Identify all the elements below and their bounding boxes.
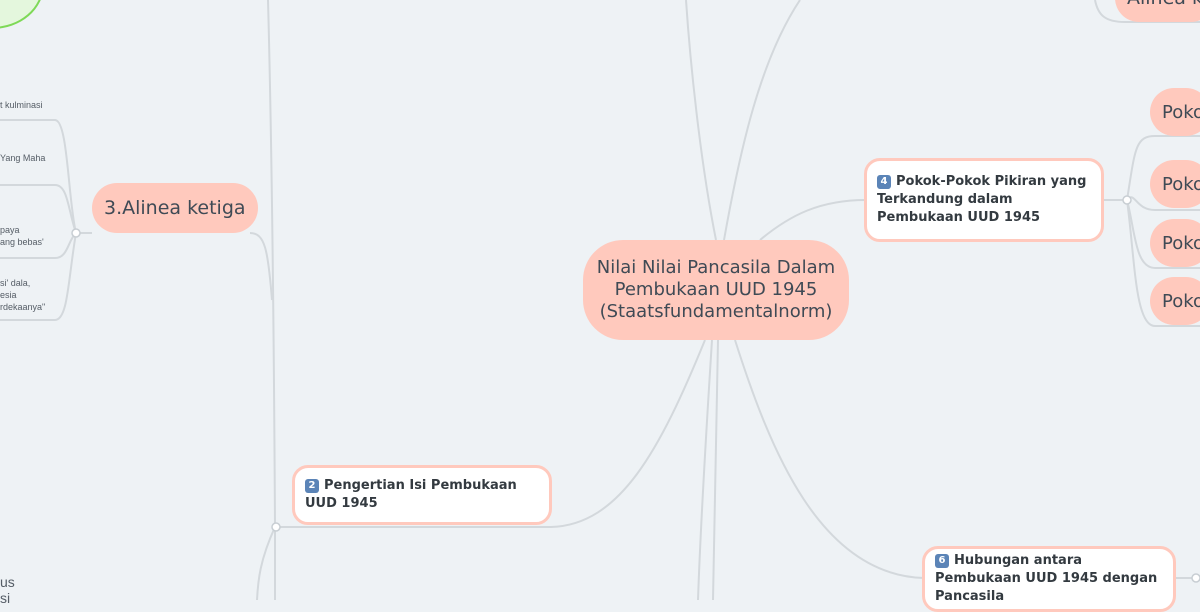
central-title-line1: Nilai Nilai Pancasila Dalam <box>596 257 836 278</box>
left-trunk <box>267 0 276 600</box>
branch-up-right <box>723 0 801 241</box>
branch-hubungan <box>734 339 925 579</box>
snippet-7: rdekaanya" <box>0 302 46 312</box>
pokok-item-4[interactable]: Pokok <box>1150 277 1200 325</box>
topic-alinea-ketiga-label: 3.Alinea ketiga <box>104 197 246 219</box>
topic-pengertian-label: Pengertian Isi Pembukaan UUD 1945 <box>305 478 517 511</box>
snippet-2: Yang Maha <box>0 153 46 163</box>
number-2-icon: 2 <box>305 479 319 493</box>
snippet-9: si <box>0 590 11 606</box>
topic-alinea-ketiga[interactable]: 3.Alinea ketiga <box>92 183 258 233</box>
branch-up-left <box>685 0 717 241</box>
snippet-8: us <box>0 574 15 590</box>
pokok-item-4-label: Pokok <box>1162 290 1200 312</box>
left-trunk-branch <box>256 526 276 600</box>
branch-alinea <box>249 232 273 301</box>
top-right-line <box>1094 0 1200 23</box>
topic-pokok-pikiran-label: Pokok-Pokok Pikiran yang Terkandung dala… <box>877 174 1087 225</box>
number-4-icon: 4 <box>877 175 891 189</box>
snippet-1: t kulminasi <box>0 100 43 110</box>
pokok-4 <box>1126 199 1200 327</box>
branch-pengertian <box>276 339 706 528</box>
topic-alinea-top-right-label: Alinea k <box>1127 0 1200 9</box>
snip-2 <box>0 184 77 234</box>
pokok-item-1-label: Pokok <box>1162 101 1200 123</box>
pokok-item-2[interactable]: Pokok <box>1150 160 1200 208</box>
snippet-4: ang bebas' <box>0 237 44 247</box>
pokok-item-3-label: Pokok <box>1162 232 1200 254</box>
snippet-6: esia <box>0 290 17 300</box>
snip-1 <box>0 119 77 234</box>
collapse-knob-pengertian <box>271 522 281 532</box>
pokok-3 <box>1126 199 1200 269</box>
collapse-knob-hubungan <box>1191 573 1200 583</box>
collapse-knob-pokok <box>1122 195 1132 205</box>
branch-down-2 <box>712 339 719 600</box>
topic-hubungan-label: Hubungan antara Pembukaan UUD 1945 denga… <box>935 553 1158 604</box>
central-title-line2: Pembukaan UUD 1945 <box>614 279 818 300</box>
central-topic[interactable]: Nilai Nilai Pancasila Dalam Pembukaan UU… <box>583 240 849 340</box>
snip-4 <box>0 232 77 321</box>
topic-alinea-top-right[interactable]: Alinea k <box>1115 0 1200 22</box>
pokok-1 <box>1126 135 1200 201</box>
pokok-item-1[interactable]: Pokok <box>1150 88 1200 136</box>
number-6-icon: 6 <box>935 554 949 568</box>
snippet-3: paya <box>0 225 20 235</box>
central-title-line3: (Staatsfundamentalnorm) <box>599 301 833 322</box>
pokok-item-3[interactable]: Pokok <box>1150 219 1200 267</box>
pokok-item-2-label: Pokok <box>1162 173 1200 195</box>
branch-pokok <box>759 199 867 241</box>
branch-down-1 <box>697 339 713 600</box>
snippet-5: si' dala, <box>0 278 31 288</box>
collapse-knob-alinea <box>71 228 81 238</box>
